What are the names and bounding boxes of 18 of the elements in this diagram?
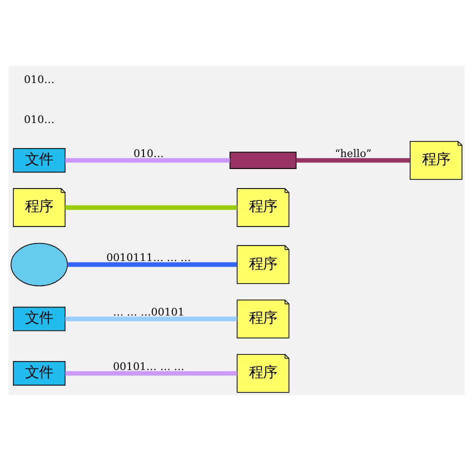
connector [65,371,238,376]
node-box: 文件 [12,148,66,173]
node-box: 文件 [12,306,66,332]
node-box: 文件 [12,361,66,386]
edge-label: 00101… … … [112,360,184,373]
label: 010… [24,114,54,126]
connector [65,158,230,163]
node-bar [230,152,297,169]
connector [68,262,238,267]
edge-label: 0010111… … … [106,252,192,264]
connector [65,205,238,210]
edge-label: … … …00101 [112,306,184,319]
connector [65,316,238,322]
node-cloud [10,242,68,286]
connector [296,158,410,163]
edge-label: 010… [133,148,164,160]
label: 010… [24,74,54,86]
edge-label: “hello” [334,148,372,160]
